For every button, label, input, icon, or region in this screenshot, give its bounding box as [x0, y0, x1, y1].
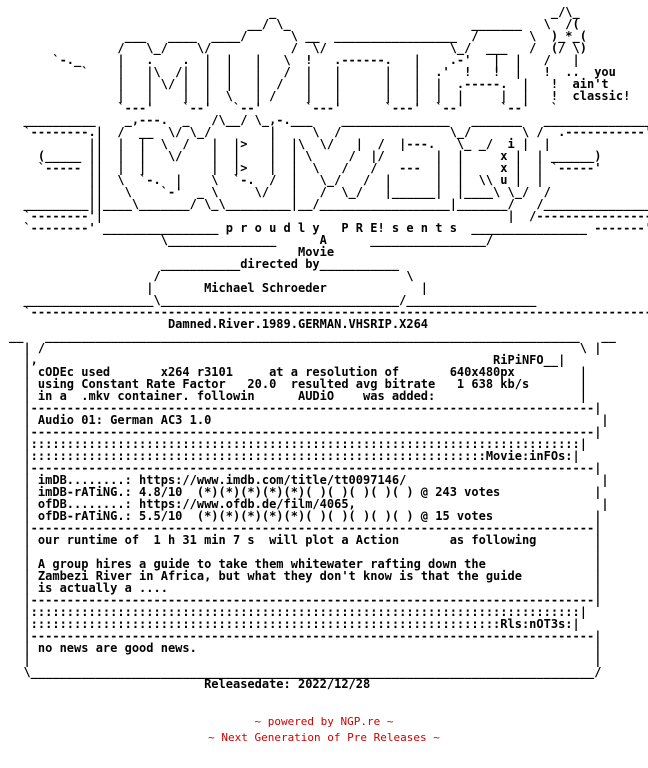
ripinfo-header: __ _____________________________________… [9, 329, 616, 367]
imdb-link: | imDB........: https://www.imdb.com/tit… [9, 473, 609, 487]
rls-notes-header: |---------------------------------------… [23, 593, 602, 643]
audio-info: | Audio 01: German AC3 1.0 | [9, 413, 609, 427]
proudly-presents-line: `--------' ________________ p r o u d l … [9, 221, 648, 235]
plot-line-1: | A group hires a guide to take them whi… [9, 557, 602, 571]
imdb-rating: | imDB-rATiNG.: 4.8/10 (*)(*)(*)(*)(*)( … [9, 485, 602, 499]
separator: |---------------------------------------… [9, 401, 602, 415]
runtime-info: | our runtime of 1 h 31 min 7 s will plo… [9, 533, 602, 547]
ofdb-rating: | ofDB-rATiNG.: 5.5/10 (*)(*)(*)(*)(*)( … [9, 509, 602, 523]
plot-line-2: | Zambezi River in Africa, but what they… [9, 569, 602, 583]
director-box-bottom: __________________\_____________________… [23, 293, 648, 319]
movie-infos-header: |---------------------------------------… [23, 425, 602, 475]
container-info: | in a .mkv container. followin AUDiO wa… [9, 389, 587, 403]
rate-info: | using Constant Rate Factor 20.0 result… [9, 377, 587, 391]
separator: |---------------------------------------… [9, 521, 602, 535]
directed-by-line: ___________directed by___________ [9, 257, 400, 271]
director-box-top: / \ [9, 269, 414, 283]
footer-tagline: ~ Next Generation of Pre Releases ~ [208, 731, 440, 744]
ofdb-link: | ofDB........: https://www.ofdb.de/film… [9, 497, 609, 511]
director-name: | Michael Schroeder | [9, 281, 429, 295]
blank-line: | | [9, 545, 602, 559]
a-line: \_______________ A ________________/ [9, 233, 494, 247]
footer-powered-by: ~ powered by NGP.re ~ [254, 715, 394, 728]
release-date: Releasedate: 2022/12/28 [9, 677, 371, 691]
news-line: | no news are good news. | [9, 641, 602, 655]
plot-line-3: | is actually a .... | [9, 581, 602, 595]
release-name: Damned.River.1989.GERMAN.VHSRIP.X264 [9, 317, 429, 331]
box-end: | | \___________________________________… [23, 653, 602, 679]
codec-info: | cODEc used x264 r3101 at a resolution … [9, 365, 587, 379]
ascii-art-logo: _ _/\_ __/ \_ _______ \ /( ___ ____ ____… [23, 5, 648, 223]
movie-line: Movie [9, 245, 335, 259]
nfo-text: _ _/\_ __/ \_ _______ \ /( ___ ____ ____… [9, 6, 648, 690]
